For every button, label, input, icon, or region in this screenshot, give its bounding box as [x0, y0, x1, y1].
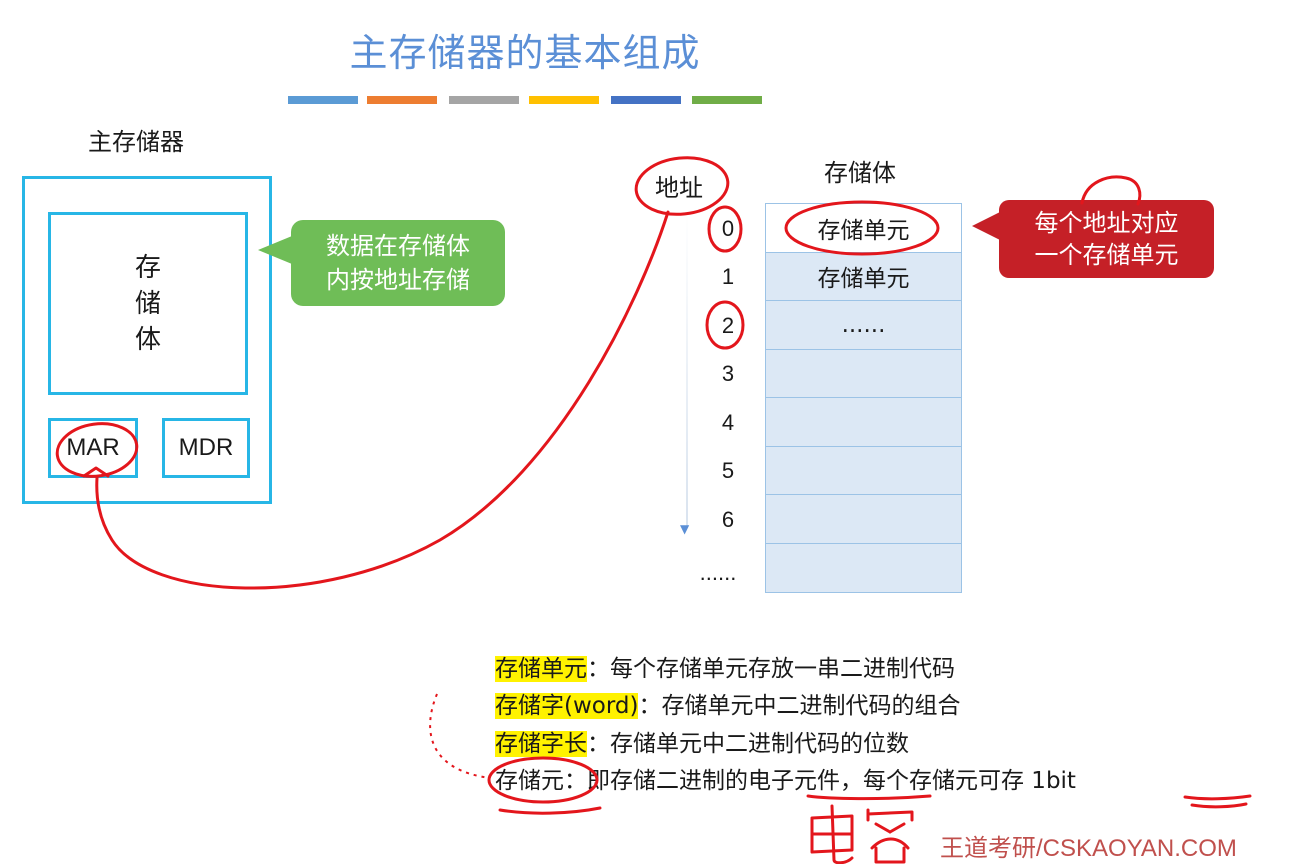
title-color-bar-6	[692, 96, 762, 104]
definition-text: ：存储单元中二进制代码的组合	[638, 693, 961, 719]
storage-cell	[766, 446, 961, 495]
address-value: 1	[721, 264, 735, 289]
storage-cells-title: 存储体	[824, 159, 896, 187]
address-arrow-line	[686, 210, 688, 528]
storage-cell: 存储单元	[766, 204, 961, 253]
definition-term: 存储元	[495, 768, 564, 794]
green-callout-tail	[258, 236, 292, 264]
storage-cell: ......	[766, 301, 961, 350]
address-value: 3	[721, 361, 735, 386]
definition-word-length: 存储字长：存储单元中二进制代码的位数	[495, 727, 909, 761]
underline-1bit	[1183, 794, 1252, 801]
definition-term: 存储字长	[495, 731, 587, 757]
address-value: 0	[721, 216, 735, 241]
underline-1bit-2	[1190, 802, 1248, 809]
address-value: 6	[721, 507, 735, 532]
title-color-bar-1	[288, 96, 358, 104]
red-callout-line-2: 一个存储单元	[1034, 241, 1179, 269]
address-label: 地址	[655, 174, 703, 202]
storage-cell	[766, 349, 961, 398]
address-value: 5	[721, 458, 735, 483]
definition-term: 存储单元	[495, 656, 587, 682]
mdr-register: MDR	[162, 418, 250, 478]
address-value: 4	[721, 410, 735, 435]
handwriting-rong	[866, 808, 914, 864]
page-title: 主存储器的基本组成	[349, 31, 701, 75]
storage-body-label: 存储体	[134, 252, 161, 355]
address-value: 2	[721, 313, 735, 338]
storage-cells: 存储单元 存储单元 ......	[765, 203, 962, 593]
red-callout-line-1: 每个地址对应	[1034, 209, 1179, 237]
green-callout-line-1: 数据在存储体	[326, 232, 470, 260]
definition-storage-word: 存储字(word)：存储单元中二进制代码的组合	[495, 689, 960, 723]
definition-text: ：即存储二进制的电子元件，每个存储元可存 1bit	[564, 768, 1076, 794]
storage-cell	[766, 495, 961, 544]
red-callout: 每个地址对应 一个存储单元	[999, 200, 1214, 278]
definition-storage-unit: 存储单元：每个存储单元存放一串二进制代码	[495, 652, 955, 686]
logo-text: 王道考研/CSKAOYAN.COM	[940, 835, 1237, 862]
main-memory-label: 主存储器	[88, 128, 184, 156]
green-callout: 数据在存储体 内按地址存储	[291, 220, 505, 306]
storage-cell	[766, 398, 961, 447]
red-callout-tail	[972, 212, 1000, 240]
title-color-bar-2	[367, 96, 437, 104]
title-color-bar-4	[529, 96, 599, 104]
address-value: ......	[699, 560, 737, 585]
handwriting-dian	[810, 804, 854, 864]
mar-register: MAR	[48, 418, 138, 478]
underline-storage-element	[498, 806, 602, 815]
green-callout-line-2: 内按地址存储	[326, 266, 470, 294]
storage-body-box: 存储体	[48, 212, 248, 395]
dotted-connector	[429, 693, 491, 779]
definition-text: ：每个存储单元存放一串二进制代码	[587, 656, 955, 682]
storage-cell	[766, 543, 961, 592]
definition-term: 存储字(word)	[495, 693, 639, 719]
title-color-bar-3	[449, 96, 519, 104]
storage-cell: 存储单元	[766, 252, 961, 301]
title-color-bar-5	[611, 96, 681, 104]
arrow-down-icon: ▼	[680, 522, 690, 536]
definition-text: ：存储单元中二进制代码的位数	[587, 731, 909, 757]
definition-storage-element: 存储元：即存储二进制的电子元件，每个存储元可存 1bit	[495, 764, 1076, 798]
